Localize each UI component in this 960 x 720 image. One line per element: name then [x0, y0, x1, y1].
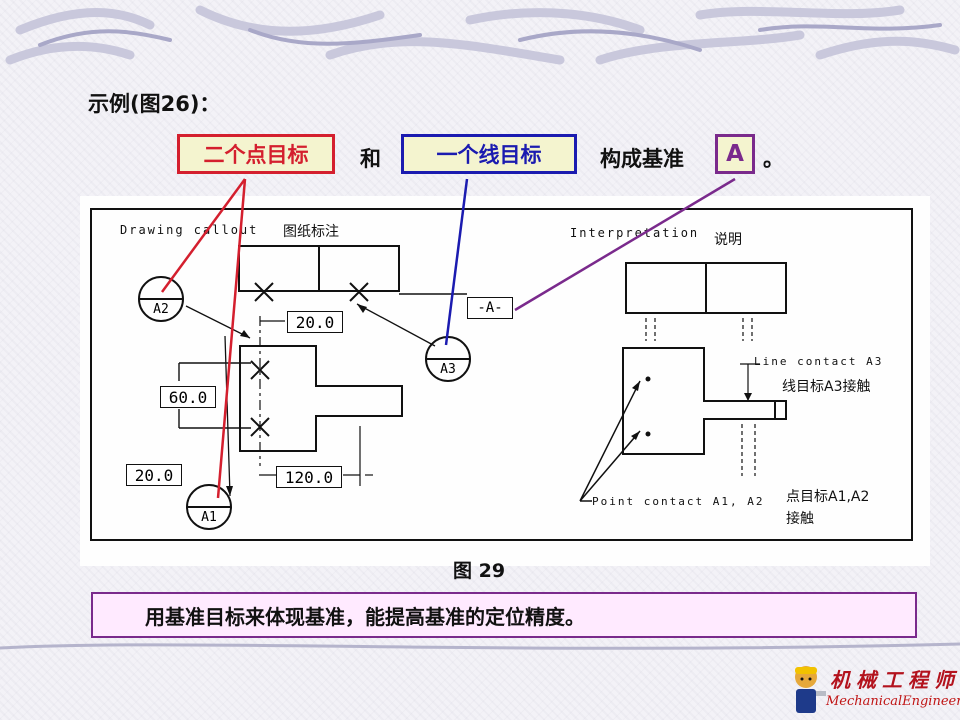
red-leader-a1 [216, 178, 247, 499]
target-x-3 [250, 360, 270, 380]
example-heading: 示例(图26)： [88, 92, 221, 116]
target-a2-label: A2 [153, 302, 169, 317]
header-decoration [5, 5, 960, 65]
line-contact-label-cn: 线目标A3接触 [782, 379, 871, 395]
point-contact-label: Point contact A1, A2 [592, 495, 765, 508]
word-form-datum: 构成基准 [600, 147, 684, 171]
dimension-120: 120.0 [276, 466, 342, 488]
target-a1-label: A1 [201, 510, 217, 525]
blue-leader-a3 [444, 178, 469, 346]
interpretation-label: Interpretation [570, 226, 700, 240]
drawing-callout-label: Drawing callout [120, 223, 259, 237]
point-contact-label-cn-2: 接触 [786, 511, 814, 527]
dimension-20-top: 20.0 [287, 311, 343, 333]
drawing-panel: Drawing callout 图纸标注 Interpretation 说明 2… [80, 196, 930, 566]
conclusion-box: 用基准目标来体现基准，能提高基准的定位精度。 [91, 592, 917, 638]
red-leader-a2 [160, 178, 247, 293]
footer-decoration [0, 642, 960, 650]
drawing-callout-label-cn: 图纸标注 [283, 224, 339, 240]
target-x-2 [349, 282, 369, 302]
logo-text-en: MechanicalEngineers [826, 694, 960, 709]
target-x-1 [254, 282, 274, 302]
purple-leader-datum [514, 177, 736, 312]
sentence-period: 。 [763, 147, 784, 171]
part-profile-left [239, 345, 403, 452]
one-line-target-box: 一个线目标 [401, 134, 577, 174]
datum-a-label: -A- [467, 297, 513, 319]
dimension-20-bottom: 20.0 [126, 464, 182, 486]
line-contact-label: Line contact A3 [754, 355, 884, 368]
figure-caption: 图 29 [453, 560, 506, 582]
engineering-drawing [90, 208, 913, 541]
interpretation-label-cn: 说明 [714, 232, 742, 248]
conclusion-text: 用基准目标来体现基准，能提高基准的定位精度。 [145, 604, 585, 629]
target-a3-label: A3 [440, 362, 456, 377]
point-contact-label-cn: 点目标A1,A2 [786, 489, 870, 505]
logo-text-cn: 机械工程师 [830, 668, 960, 692]
two-point-targets-box: 二个点目标 [177, 134, 335, 174]
word-and: 和 [360, 147, 381, 171]
mechanical-engineers-logo [795, 666, 826, 713]
dimension-60: 60.0 [160, 386, 216, 408]
datum-a-box: A [715, 134, 755, 174]
